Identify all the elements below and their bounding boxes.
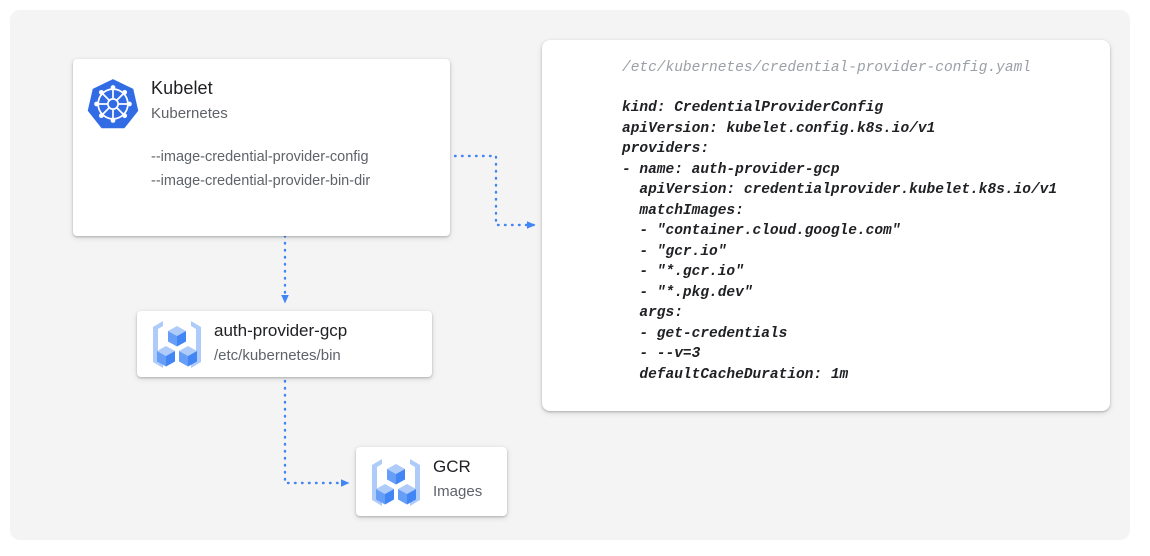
yaml-line: apiVersion: kubelet.config.k8s.io/v1 — [622, 120, 936, 137]
kubelet-flag-bin-dir: --image-credential-provider-bin-dir — [151, 173, 371, 189]
yaml-line: - "*.pkg.dev" — [622, 284, 753, 301]
kubelet-card[interactable]: Kubelet Kubernetes --image-credential-pr… — [73, 59, 450, 236]
gcr-subtitle: Images — [433, 483, 483, 500]
yaml-line: args: — [622, 305, 683, 321]
yaml-file-path: /etc/kubernetes/credential-provider-conf… — [622, 60, 1031, 76]
auth-provider-gcp-title: auth-provider-gcp — [214, 321, 348, 340]
yaml-line: - "*.gcr.io" — [622, 264, 744, 280]
kubelet-subtitle: Kubernetes — [151, 105, 228, 122]
yaml-line: providers: — [622, 141, 710, 157]
yaml-line: kind: CredentialProviderConfig — [622, 100, 884, 116]
yaml-line: - "gcr.io" — [622, 243, 727, 260]
yaml-config-panel[interactable]: /etc/kubernetes/credential-provider-conf… — [542, 40, 1110, 411]
kubelet-flag-config: --image-credential-provider-config — [151, 149, 369, 165]
gcr-card[interactable]: GCR Images — [356, 447, 507, 516]
yaml-line: defaultCacheDuration: 1m — [622, 366, 849, 383]
gcr-title: GCR — [433, 457, 471, 476]
yaml-line: matchImages: — [622, 202, 744, 219]
yaml-line: - get-credentials — [622, 325, 788, 342]
yaml-content: kind: CredentialProviderConfig apiVersion… — [622, 98, 1057, 385]
auth-provider-gcp-card[interactable]: auth-provider-gcp /etc/kubernetes/bin — [137, 311, 432, 377]
gcp-container-registry-icon — [153, 321, 201, 368]
yaml-line: - --v=3 — [622, 346, 701, 362]
gcp-container-registry-icon — [372, 459, 420, 506]
yaml-line: - "container.cloud.google.com" — [622, 223, 901, 239]
yaml-line: apiVersion: credentialprovider.kubelet.k… — [622, 182, 1058, 198]
yaml-line: - name: auth-provider-gcp — [622, 161, 840, 178]
auth-provider-gcp-subtitle: /etc/kubernetes/bin — [214, 347, 341, 364]
kubernetes-logo-icon — [87, 79, 139, 129]
kubelet-title: Kubelet — [151, 78, 213, 98]
